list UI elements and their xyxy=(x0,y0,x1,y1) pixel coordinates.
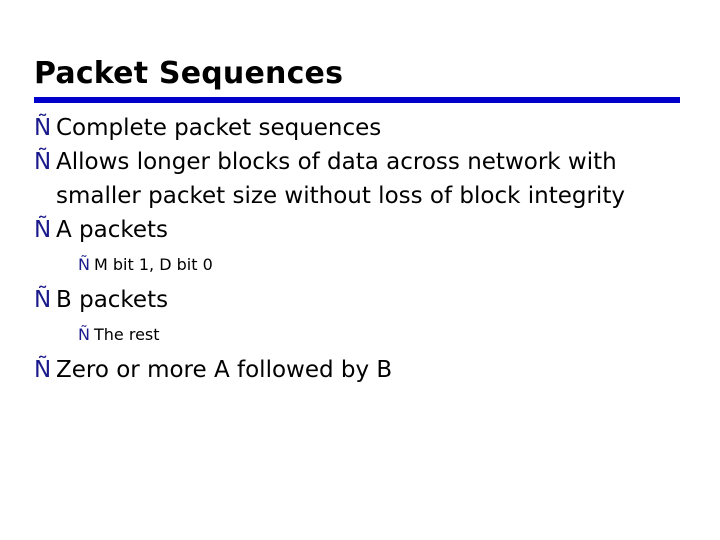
sub-list-item-label: The rest xyxy=(94,325,160,344)
list-item-label: Zero or more A followed by B xyxy=(56,357,393,383)
bullet-icon: Ñ xyxy=(34,357,52,383)
bullet-icon: Ñ xyxy=(78,255,90,274)
list-item-label: A packets xyxy=(56,217,169,243)
bullet-icon: Ñ xyxy=(34,115,52,141)
list-item: Ñ Allows longer blocks of data across ne… xyxy=(34,145,694,213)
title-divider xyxy=(34,97,680,103)
list-item-label: Allows longer blocks of data across netw… xyxy=(56,149,625,209)
sub-list-item: Ñ M bit 1, D bit 0 xyxy=(78,251,694,279)
bullet-icon: Ñ xyxy=(34,217,52,243)
list-item: Ñ Zero or more A followed by B xyxy=(34,353,694,387)
bullet-icon: Ñ xyxy=(34,287,52,313)
list-item: Ñ B packets xyxy=(34,283,694,317)
list-item-label: B packets xyxy=(56,287,169,313)
list-item: Ñ Complete packet sequences xyxy=(34,111,694,145)
list-item: Ñ A packets xyxy=(34,213,694,247)
page-title: Packet Sequences xyxy=(34,56,344,91)
bullet-icon: Ñ xyxy=(34,149,52,175)
sub-list-item: Ñ The rest xyxy=(78,321,694,349)
list-item-label: Complete packet sequences xyxy=(56,115,382,141)
bullet-icon: Ñ xyxy=(78,325,90,344)
bullet-list: Ñ Complete packet sequences Ñ Allows lon… xyxy=(34,111,694,387)
sub-list-item-label: M bit 1, D bit 0 xyxy=(94,255,213,274)
